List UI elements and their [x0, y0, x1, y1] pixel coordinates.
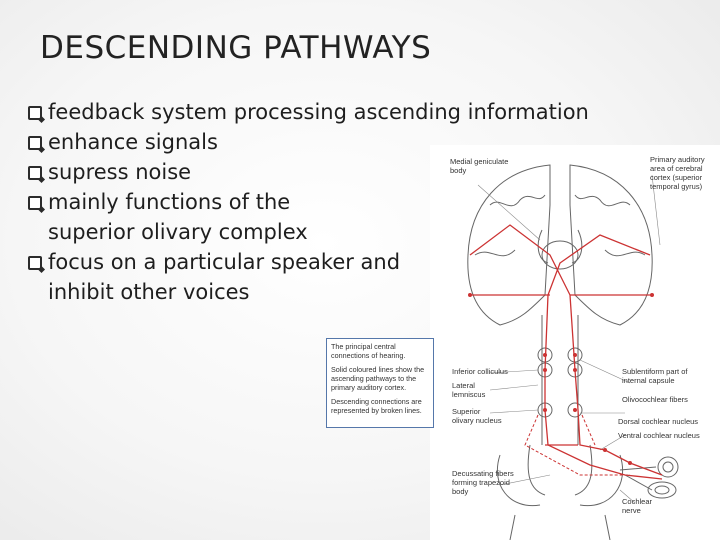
label-dorsal-cochlear: Dorsal cochlear nucleus: [618, 417, 699, 426]
label-ventral-cochlear: Ventral cochlear nucleus: [618, 431, 700, 440]
checkbox-bullet-icon: [28, 166, 42, 180]
legend-line: Descending connections are represented b…: [331, 397, 422, 415]
legend-line: Solid coloured lines show the ascending …: [331, 365, 425, 392]
bullet-item: feedback system processing ascending inf…: [28, 97, 628, 127]
auditory-pathway-diagram: Medial geniculate body Primary auditory …: [430, 145, 720, 540]
checkbox-bullet-icon: [28, 196, 42, 210]
figure-legend-box: The principal central connections of hea…: [326, 338, 434, 428]
label-lateral-lemniscus: Lateral lemniscus: [452, 381, 486, 399]
bullet-text: feedback system processing ascending inf…: [48, 100, 589, 124]
bullet-item: supress noise: [28, 157, 628, 187]
label-cochlear-nerve: Cochlear nerve: [622, 497, 653, 515]
legend-line: The principal central connections of hea…: [331, 342, 406, 360]
label-olivocochlear: Olivocochlear fibers: [622, 395, 688, 404]
label-decussating: Decussating fibers forming trapezoid bod…: [452, 469, 514, 496]
label-primary-auditory: Primary auditory area of cerebral cortex…: [650, 155, 705, 191]
label-medial-geniculate: Medial geniculate body: [450, 157, 509, 175]
bullet-item: enhance signals: [28, 127, 628, 157]
bullet-item: mainly functions of the superior olivary…: [28, 187, 348, 247]
bullet-text: enhance signals: [48, 130, 218, 154]
bullet-list: feedback system processing ascending inf…: [28, 97, 628, 307]
checkbox-bullet-icon: [28, 256, 42, 270]
checkbox-bullet-icon: [28, 106, 42, 120]
bullet-item: focus on a particular speaker and inhibi…: [28, 247, 438, 307]
slide-title: DESCENDING PATHWAYS: [40, 30, 432, 66]
label-sublentiform: Sublentiform part of internal capsule: [622, 367, 688, 385]
checkbox-bullet-icon: [28, 136, 42, 150]
brain-section-illustration: [467, 164, 679, 540]
bullet-text: supress noise: [48, 160, 192, 184]
label-inferior-colliculus: Inferior colliculus: [452, 367, 508, 376]
label-superior-olivary: Superior olivary nucleus: [452, 407, 502, 425]
bullet-text: mainly functions of the superior olivary…: [48, 190, 308, 244]
bullet-text: focus on a particular speaker and inhibi…: [48, 250, 401, 304]
